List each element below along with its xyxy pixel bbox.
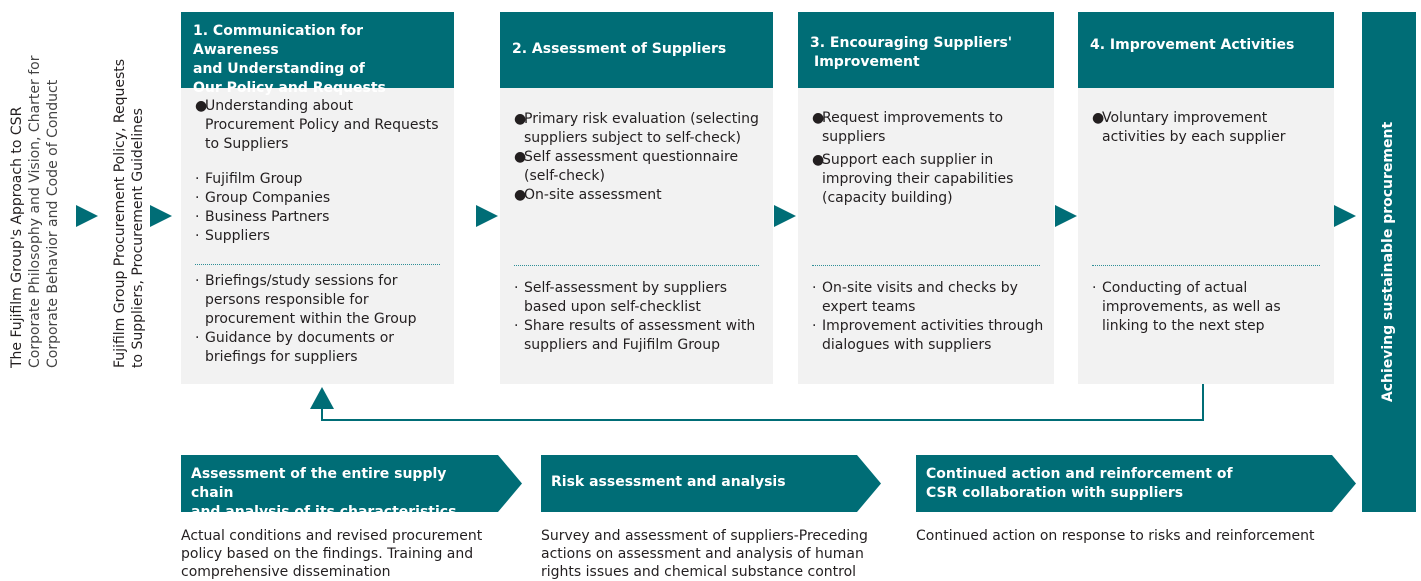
- list-item: ·Business Partners: [195, 209, 330, 225]
- step-3-panel: 3. Encouraging Suppliers' Improvement ●R…: [798, 12, 1054, 384]
- description-risk-assessment: Survey and assessment of suppliers-Prece…: [541, 528, 868, 580]
- arrow-right-icon: [1055, 205, 1077, 227]
- step-3-lower: ·On-site visits and checks by expert tea…: [812, 279, 1044, 355]
- arrow-right-icon: [476, 205, 498, 227]
- step-1-header: 1. Communication for Awareness and Under…: [181, 12, 454, 96]
- description-supply-chain: Actual conditions and revised procuremen…: [181, 528, 483, 580]
- description-continued-action: Continued action on response to risks an…: [916, 528, 1315, 544]
- step-4-upper: ●Voluntary improvement activities by eac…: [1078, 88, 1334, 147]
- step-2-lower: ·Self-assessment by suppliers based upon…: [514, 279, 763, 355]
- list-item: ●Self assessment questionnaire (self-che…: [514, 149, 739, 184]
- arrow-right-icon: [150, 205, 172, 227]
- list-item: ·Share results of assessment with suppli…: [514, 318, 756, 353]
- list-item: ·Improvement activities through dialogue…: [812, 318, 1044, 353]
- divider: [812, 265, 1040, 266]
- arrow-right-icon: [1334, 205, 1356, 227]
- step-4-lower: ·Conducting of actual improvements, as w…: [1092, 279, 1324, 336]
- list-item: ·On-site visits and checks by expert tea…: [812, 280, 1018, 315]
- step-4-header: 4. Improvement Activities: [1078, 12, 1334, 88]
- list-item: ·Conducting of actual improvements, as w…: [1092, 280, 1281, 334]
- sustainable-procurement-bar: Achieving sustainable procurement: [1362, 12, 1416, 512]
- list-item: ·Guidance by documents or briefings for …: [195, 330, 395, 365]
- feedback-loop-line: [321, 384, 1204, 421]
- list-item: ·Self-assessment by suppliers based upon…: [514, 280, 728, 315]
- list-item: ·Group Companies: [195, 190, 331, 206]
- step-3-header: 3. Encouraging Suppliers' Improvement: [798, 12, 1054, 88]
- divider: [195, 264, 440, 265]
- step-1-lower: ·Briefings/study sessions for persons re…: [195, 272, 444, 367]
- step-3-upper: ●Request improvements to suppliers ●Supp…: [798, 88, 1054, 208]
- list-item: ●Support each supplier in improving thei…: [812, 152, 1014, 206]
- step-1-upper: ●Understanding about Procurement Policy …: [181, 88, 454, 246]
- list-item: ●Primary risk evaluation (selecting supp…: [514, 111, 759, 146]
- step-1-panel: 1. Communication for Awareness and Under…: [181, 12, 454, 384]
- step-2-upper: ●Primary risk evaluation (selecting supp…: [500, 88, 773, 205]
- step-4-panel: 4. Improvement Activities ●Voluntary imp…: [1078, 12, 1334, 384]
- step-2-panel: 2. Assessment of Suppliers ●Primary risk…: [500, 12, 773, 384]
- step-2-header: 2. Assessment of Suppliers: [500, 12, 773, 88]
- list-item: ·Suppliers: [195, 228, 270, 244]
- divider: [1092, 265, 1320, 266]
- list-item: ●On-site assessment: [514, 187, 662, 203]
- arrow-right-icon: [774, 205, 796, 227]
- arrow-right-icon: [76, 205, 98, 227]
- list-item: ●Request improvements to suppliers: [812, 110, 1004, 145]
- chevron-continued-action: Continued action and reinforcement of CS…: [916, 455, 1356, 512]
- list-item: ●Understanding about Procurement Policy …: [195, 98, 439, 152]
- list-item: ·Fujifilm Group: [195, 171, 303, 187]
- arrow-up-icon: [310, 387, 334, 409]
- chevron-supply-chain: Assessment of the entire supply chain an…: [181, 455, 522, 512]
- divider: [514, 265, 759, 266]
- list-item: ●Voluntary improvement activities by eac…: [1092, 110, 1286, 145]
- chevron-risk-assessment: Risk assessment and analysis: [541, 455, 881, 512]
- list-item: ·Briefings/study sessions for persons re…: [195, 273, 417, 327]
